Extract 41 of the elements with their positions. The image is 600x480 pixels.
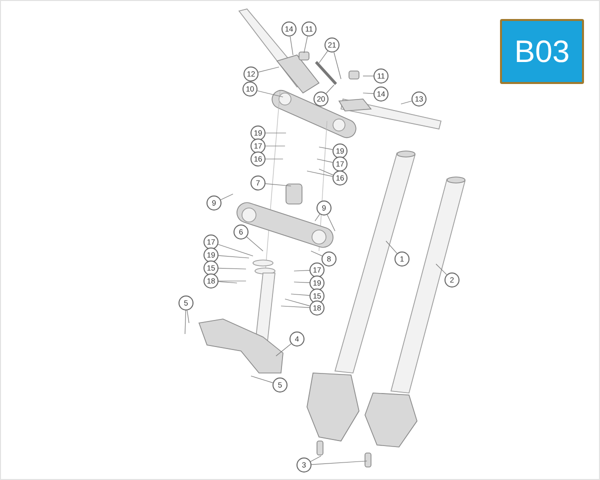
leader-line xyxy=(318,168,334,176)
leader-line xyxy=(318,50,328,64)
leader-line xyxy=(316,158,333,163)
leader-line xyxy=(265,132,286,134)
leader-line xyxy=(257,90,284,98)
leader-line xyxy=(334,52,342,80)
leader-line xyxy=(258,66,280,72)
leader-line xyxy=(218,255,250,258)
leader-line xyxy=(218,280,246,282)
leader-line xyxy=(386,240,398,254)
leader-line xyxy=(294,282,310,283)
leader-line xyxy=(310,250,322,256)
section-badge xyxy=(500,19,584,84)
leader-line xyxy=(326,214,336,232)
leader-line xyxy=(362,92,374,94)
leader-line xyxy=(311,460,368,465)
leader-line xyxy=(294,270,310,272)
leader-line xyxy=(218,244,254,256)
leader-line xyxy=(276,343,292,356)
leader-line xyxy=(220,194,234,200)
leader-line xyxy=(318,146,333,150)
leader-line xyxy=(284,298,310,306)
leader-line xyxy=(280,306,310,308)
leader-line xyxy=(326,84,334,94)
leader-line xyxy=(218,281,238,284)
leader-line xyxy=(314,214,320,222)
leader-line xyxy=(290,36,294,56)
leader-line xyxy=(218,268,246,270)
leader-line xyxy=(265,158,284,160)
leader-line xyxy=(436,264,447,275)
leader-line xyxy=(290,294,310,296)
section-code: B03 xyxy=(514,36,570,67)
leader-line xyxy=(265,183,292,186)
leader-line xyxy=(246,236,264,252)
leader-line xyxy=(184,310,186,334)
leader-line xyxy=(400,100,412,104)
leader-line xyxy=(306,170,333,177)
leader-line xyxy=(304,36,308,54)
leader-line xyxy=(186,310,190,324)
leader-line xyxy=(250,376,274,384)
leader-line xyxy=(310,456,322,462)
